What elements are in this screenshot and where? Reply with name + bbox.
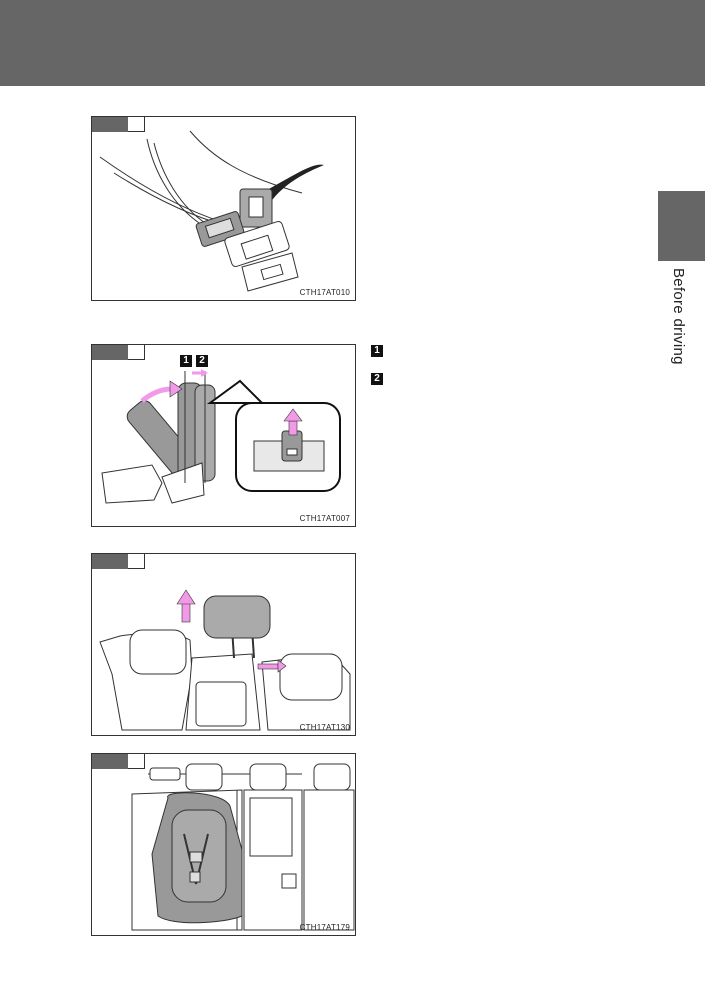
header-band <box>0 0 705 86</box>
figure-headrest: CTH17AT130 <box>91 553 356 736</box>
figure-child-seat: CTH17AT179 <box>91 753 356 936</box>
figure-tag <box>92 554 145 569</box>
figure-tag <box>92 345 145 360</box>
figure-code: CTH17AT010 <box>299 288 350 297</box>
callout-2: 2 <box>196 355 208 367</box>
callout-1: 1 <box>180 355 192 367</box>
headrest-illustration <box>99 589 351 731</box>
child-seat-illustration <box>131 763 355 931</box>
figure-tag <box>92 754 145 769</box>
seat-fold-illustration <box>101 369 341 504</box>
figure-code: CTH17AT007 <box>299 514 350 523</box>
figure-code: CTH17AT179 <box>299 923 350 932</box>
section-tab <box>658 191 705 261</box>
section-label: Before driving <box>670 268 687 365</box>
side-callout-2: 2 <box>371 373 383 385</box>
figure-code: CTH17AT130 <box>299 723 350 732</box>
side-callout-1: 1 <box>371 345 383 357</box>
figure-tag <box>92 117 145 132</box>
belt-buckle-illustration <box>99 130 324 292</box>
figure-belt-buckle: CTH17AT010 <box>91 116 356 301</box>
